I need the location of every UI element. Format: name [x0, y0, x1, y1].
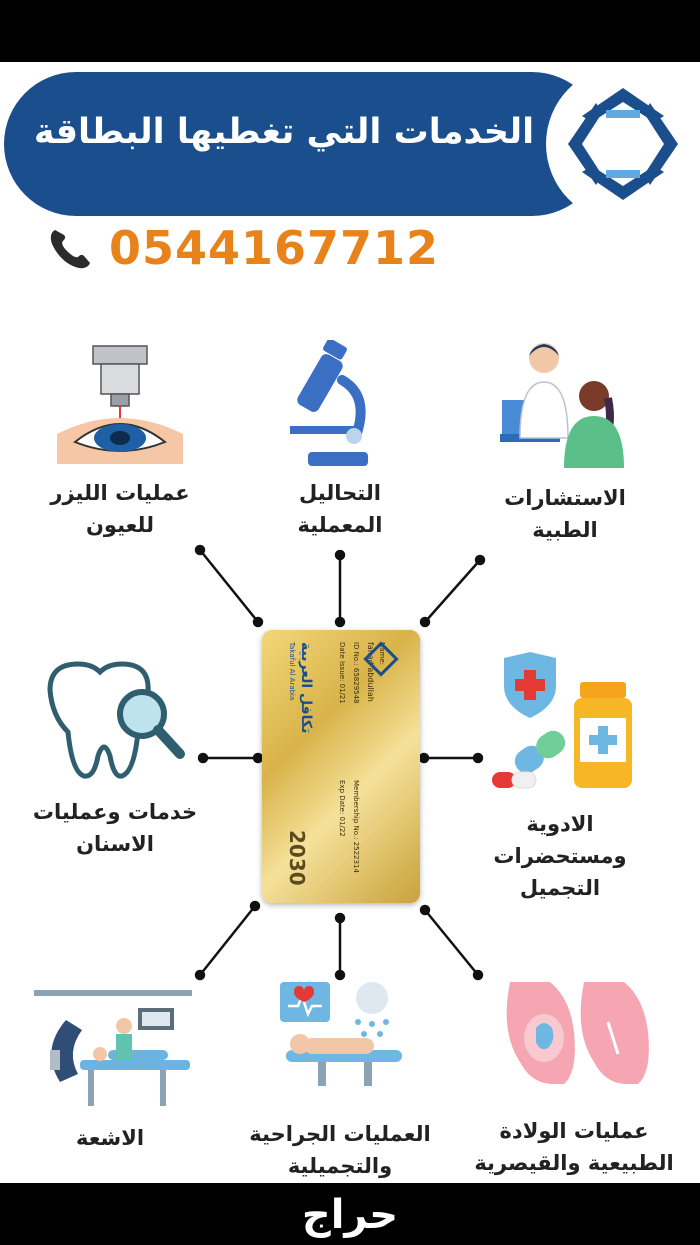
service-medicine: الادوية ومستحضرات التجميل	[470, 808, 650, 904]
svg-text:تكافل العربية: تكافل العربية	[298, 642, 314, 733]
svg-text:ID No.: 65829548: ID No.: 65829548	[352, 642, 360, 704]
contact-phone[interactable]: 0544167712	[45, 220, 439, 276]
svg-text:Takaful Al Arabia: Takaful Al Arabia	[288, 641, 296, 700]
radiology-icon	[34, 990, 192, 1106]
company-logo	[546, 66, 700, 222]
microscope-icon	[290, 340, 368, 466]
bottom-black-bar	[0, 1183, 700, 1245]
svg-text:2030: 2030	[285, 830, 309, 886]
svg-text:Name:: Name:	[378, 642, 386, 665]
service-surgery: العمليات الجراحية والتجميلية	[230, 1118, 450, 1182]
tooth-magnifier-icon	[47, 661, 185, 779]
service-laser-eyes: عمليات الليزر للعيون	[20, 477, 220, 541]
watermark-logo: حراج	[301, 1192, 399, 1238]
service-lab-tests: التحاليل المعملية	[240, 477, 440, 541]
service-dental: خدمات وعمليات الاسنان	[15, 796, 215, 860]
phone-number[interactable]: 0544167712	[109, 221, 440, 275]
service-label: الاشعة	[75, 1126, 145, 1150]
service-label: عمليات الولادة الطبيعية والقيصرية	[474, 1119, 674, 1175]
header-banner: الخدمات التي تغطيها البطاقة	[4, 72, 604, 216]
service-label: خدمات وعمليات الاسنان	[32, 800, 198, 856]
service-label: الاستشارات الطبية	[504, 486, 626, 542]
top-black-bar	[0, 0, 700, 62]
svg-text:fahad abdullah: fahad abdullah	[366, 642, 375, 702]
surgery-icon	[280, 982, 402, 1086]
svg-text:Exp Date: 01/22: Exp Date: 01/22	[338, 780, 346, 837]
maternity-icon	[506, 982, 649, 1084]
medicine-icon	[492, 652, 632, 789]
service-label: عمليات الليزر للعيون	[50, 481, 190, 537]
phone-icon	[50, 230, 90, 269]
svg-text:Membership No.: 2522314: Membership No.: 2522314	[352, 780, 360, 873]
page-title: الخدمات التي تغطيها البطاقة	[33, 112, 535, 152]
logo-mark-icon	[568, 88, 678, 200]
doctor-consultation-icon	[500, 343, 624, 468]
service-consultations: الاستشارات الطبية	[470, 482, 660, 546]
service-label: العمليات الجراحية والتجميلية	[249, 1122, 431, 1178]
service-label: الادوية ومستحضرات التجميل	[493, 812, 627, 900]
service-maternity: عمليات الولادة الطبيعية والقيصرية	[462, 1115, 686, 1179]
insurance-card: Name: fahad abdullah ID No.: 65829548 Da…	[262, 630, 420, 903]
service-radiology: الاشعة	[30, 1122, 190, 1154]
card-graphic: Name: fahad abdullah ID No.: 65829548 Da…	[285, 641, 399, 886]
svg-text:Date Issue: 01/21: Date Issue: 01/21	[338, 642, 346, 704]
laser-eye-icon	[57, 345, 183, 464]
service-label: التحاليل المعملية	[297, 481, 383, 537]
